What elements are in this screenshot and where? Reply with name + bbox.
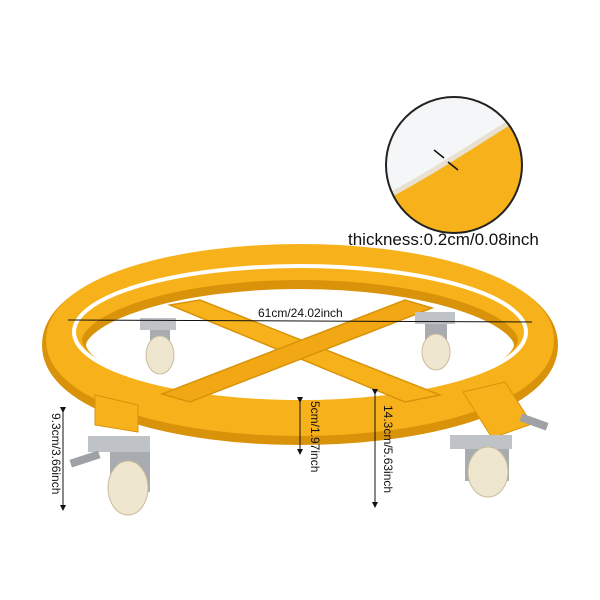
caster-back-left	[140, 318, 176, 375]
dimension-lines	[60, 319, 533, 511]
total-height-label: 14.3cm/5.63inch	[381, 405, 395, 494]
diameter-label: 61cm/24.02inch	[258, 306, 343, 320]
caster-back-right	[415, 312, 455, 371]
caster-front-right	[450, 413, 549, 498]
ring-height-label: 5cm/1.97inch	[308, 401, 322, 473]
caster-front-left	[69, 436, 150, 516]
caster-height-label: 9.3cm/3.66inch	[49, 413, 63, 495]
thickness-detail-inset	[385, 96, 523, 234]
cross-brace	[159, 299, 443, 403]
thickness-label: thickness:0.2cm/0.08inch	[348, 230, 539, 249]
caster-mount-plates	[94, 381, 533, 439]
